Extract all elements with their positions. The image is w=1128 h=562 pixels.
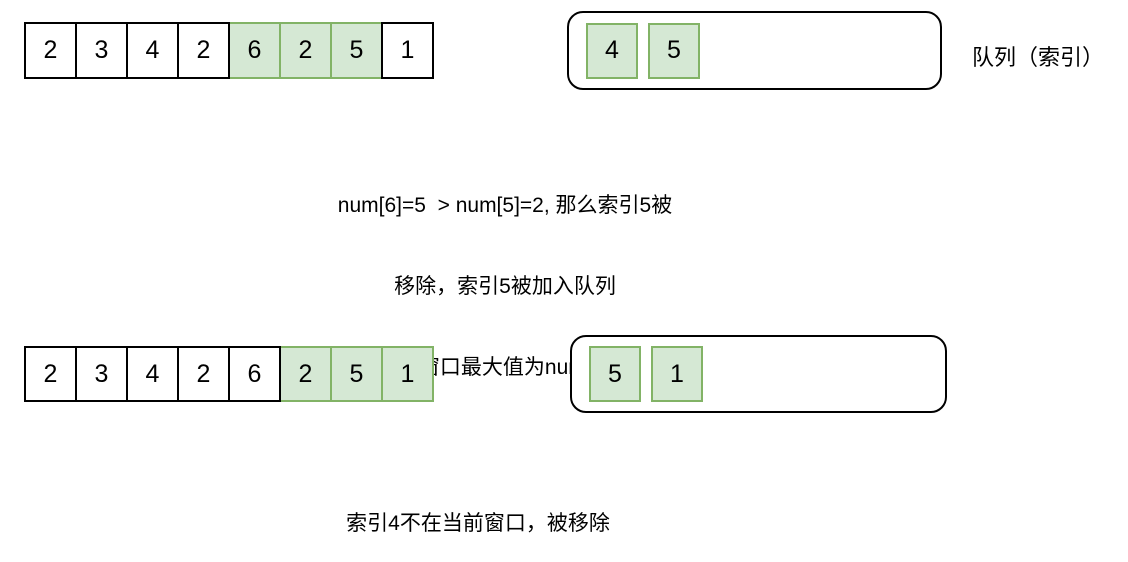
array-cell: 5 (330, 346, 383, 402)
queue-cell: 1 (651, 346, 703, 402)
array-cell: 5 (330, 22, 383, 79)
array-cell: 2 (177, 346, 230, 402)
queue-label: 队列（索引） (972, 45, 1105, 70)
caption-line: 移除，索引5被加入队列 (394, 275, 616, 298)
array-cell: 6 (228, 22, 281, 79)
array-cell: 1 (381, 346, 434, 402)
caption-line: 当前窗口最大值为num[4]=6 (376, 356, 634, 379)
array-cell: 1 (381, 22, 434, 79)
array-cell: 2 (24, 22, 77, 79)
queue-cell: 5 (648, 22, 700, 79)
array-cell: 3 (75, 346, 128, 402)
array-cell: 4 (126, 346, 179, 402)
caption-line: num[6]=5 > num[5]=2, 那么索引5被 (337, 194, 673, 217)
queue-cell: 4 (586, 22, 638, 79)
queue-cell: 5 (589, 346, 641, 402)
array-cell: 2 (279, 346, 332, 402)
array-cell: 4 (126, 22, 179, 79)
caption-step2: 索引4不在当前窗口，被移除 1<num[5]=5,1的索引值6被加入队列 当前窗… (278, 456, 678, 562)
caption-step1: num[6]=5 > num[5]=2, 那么索引5被 移除，索引5被加入队列 … (305, 138, 705, 435)
array-cell: 2 (24, 346, 77, 402)
array-cell: 2 (279, 22, 332, 79)
array-cell: 2 (177, 22, 230, 79)
caption-line: 索引4不在当前窗口，被移除 (346, 512, 610, 535)
array-cell: 6 (228, 346, 281, 402)
array-cell: 3 (75, 22, 128, 79)
